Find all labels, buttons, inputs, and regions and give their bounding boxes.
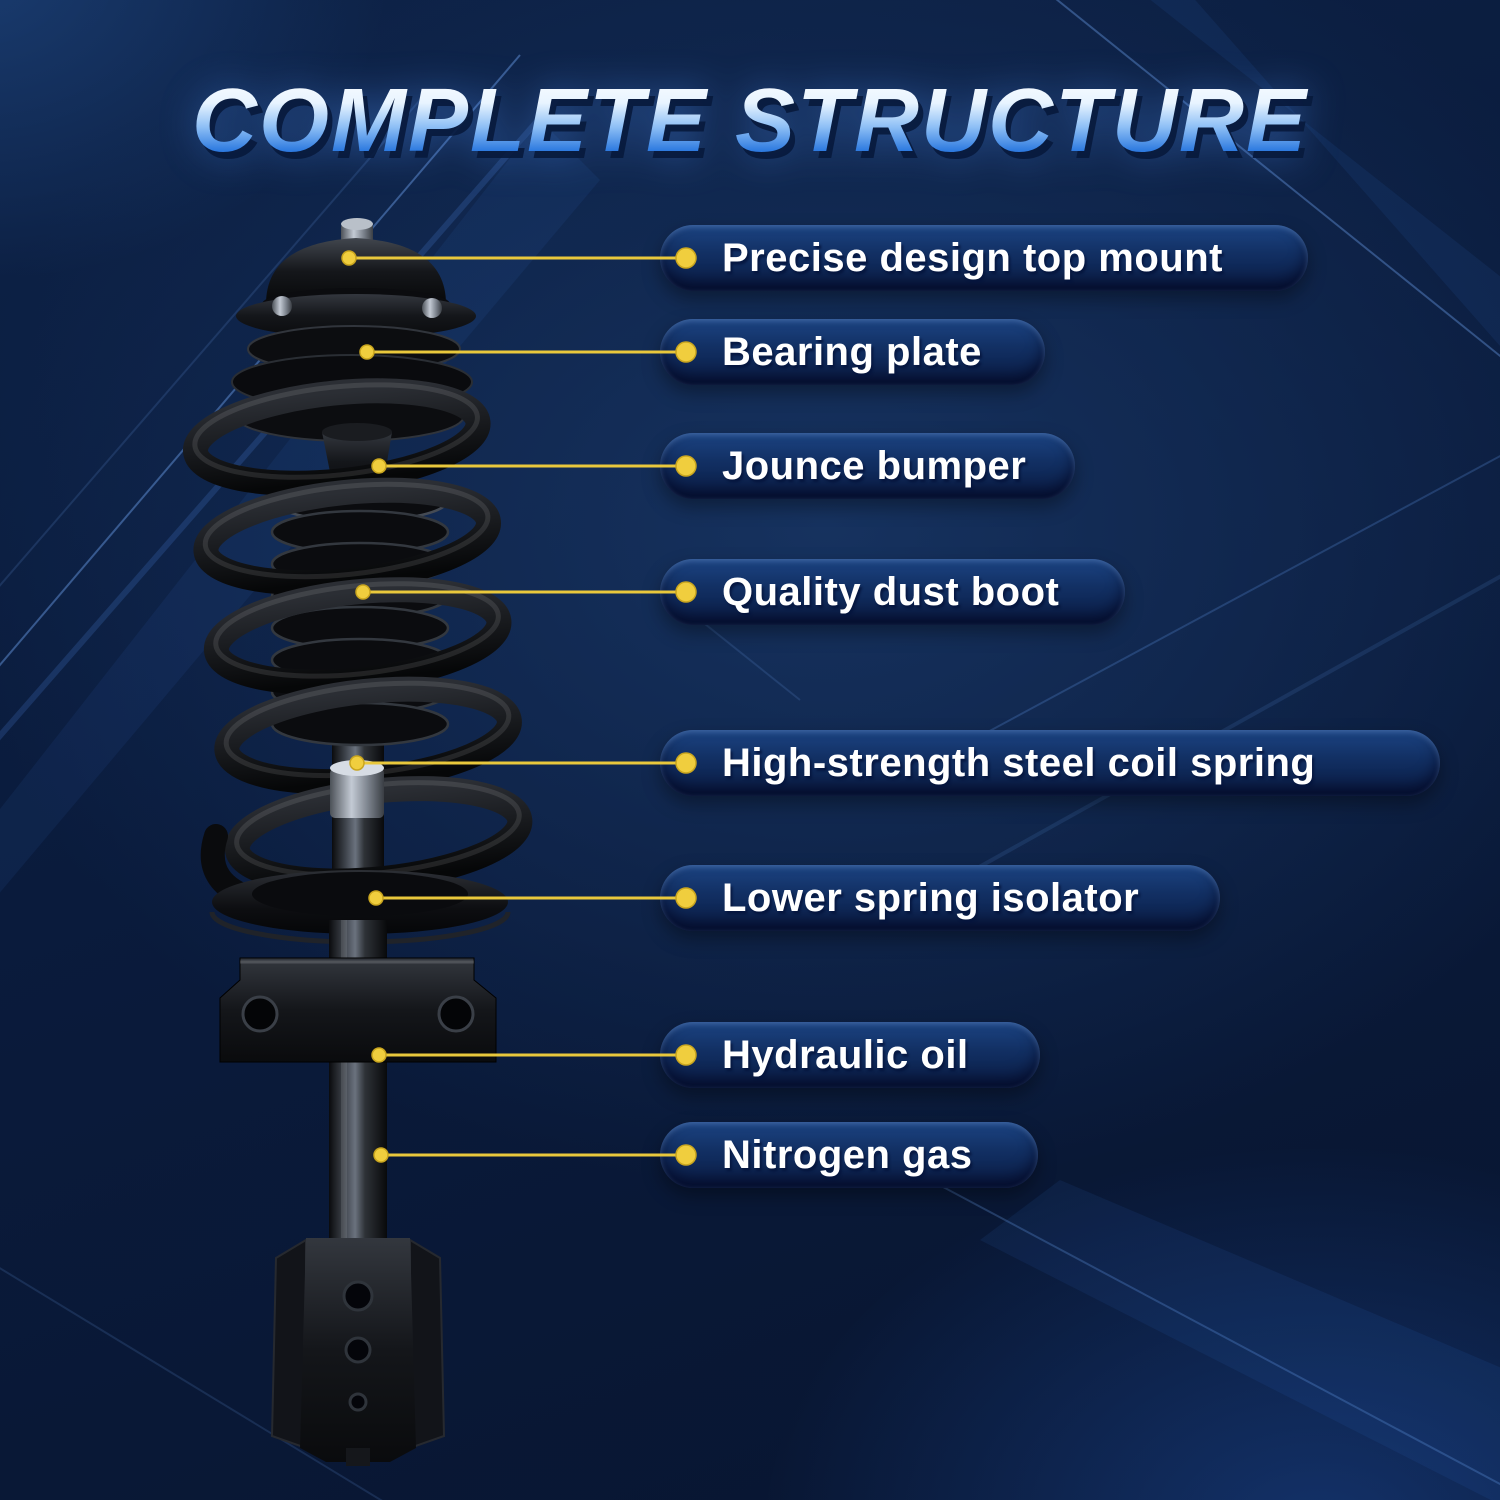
part-label-pill-1: Bearing plate [660,319,1045,385]
part-label-text: Precise design top mount [722,235,1223,280]
page-title: COMPLETE STRUCTURE [0,70,1500,173]
part-label-pill-6: Hydraulic oil [660,1022,1040,1088]
part-label-pill-2: Jounce bumper [660,433,1075,499]
part-label-pill-0: Precise design top mount [660,225,1308,291]
part-label-text: Hydraulic oil [722,1032,969,1077]
part-label-text: High-strength steel coil spring [722,740,1316,785]
part-label-pill-7: Nitrogen gas [660,1122,1038,1188]
part-label-text: Quality dust boot [722,569,1060,614]
part-label-pill-5: Lower spring isolator [660,865,1220,931]
part-label-pill-3: Quality dust boot [660,559,1125,625]
part-label-text: Bearing plate [722,329,982,374]
part-label-text: Jounce bumper [722,443,1027,488]
part-label-text: Nitrogen gas [722,1132,973,1177]
part-label-pill-4: High-strength steel coil spring [660,730,1440,796]
part-label-text: Lower spring isolator [722,875,1140,920]
